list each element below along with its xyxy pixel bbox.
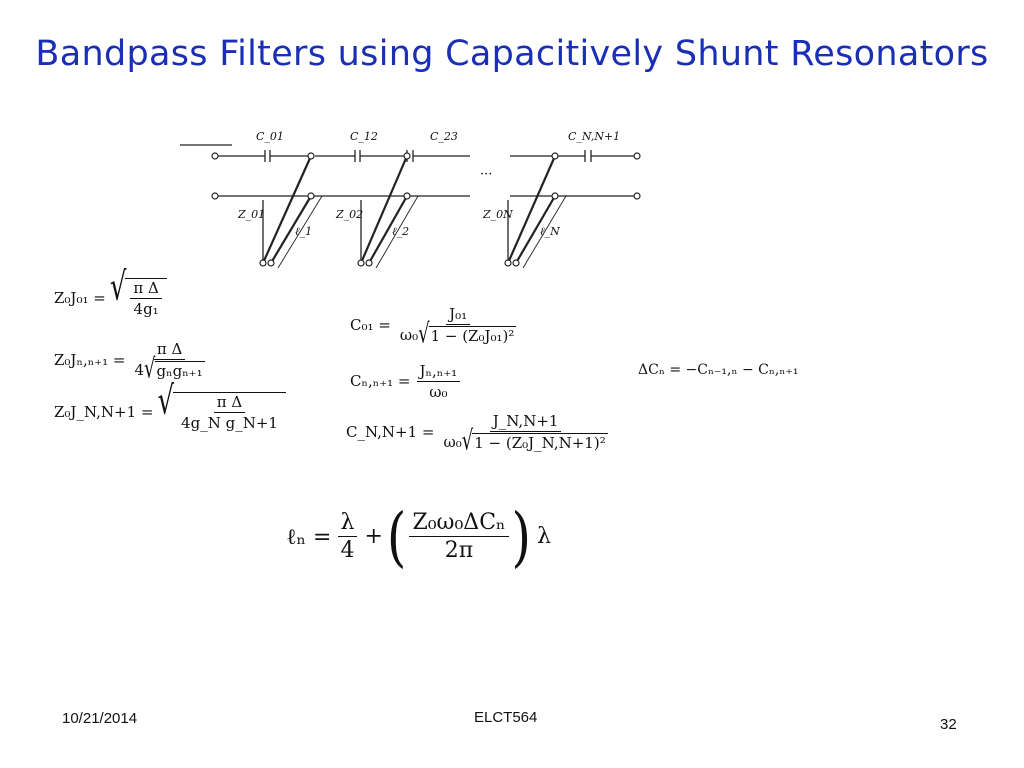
eq-num: λ [337,510,358,537]
eq-plus: + [364,524,383,549]
eq-lhs: Z₀J₀₁ = [54,289,106,307]
eq-den: ω₀ [429,382,448,399]
eq-den: 4 [340,538,355,563]
eq-den-rad: gₙgₙ₊₁ [154,361,205,380]
ellipsis: ··· [480,167,492,182]
eq-c01: C₀₁ = J₀₁ ω₀√1 − (Z₀J₀₁)² [350,305,517,350]
eq-ln: ℓₙ = λ 4 + ( Z₀ω₀ΔCₙ 2π ) λ [286,498,552,575]
eq-den-pre: ω₀ [399,326,419,344]
eq-lhs: C₀₁ = [350,316,391,334]
footer-date: 10/21/2014 [62,710,138,727]
cap-label: C_23 [430,130,458,143]
eq-cN: C_N,N+1 = J_N,N+1 ω₀√1 − (Z₀J_N,N+1)² [346,412,608,457]
eq-den: 4g_N g_N+1 [181,414,278,432]
eq-num: J₀₁ [446,305,471,325]
eq-den-pre: ω₀ [443,433,462,451]
eq-den: 4g₁ [133,300,159,318]
cap-label: C_01 [256,130,284,143]
impedance-label: Z_0N [482,208,513,221]
eq-z0jN: Z₀J_N,N+1 = √ π Δ 4g_N g_N+1 [54,382,286,432]
eq-lhs: Cₙ,ₙ₊₁ = [350,372,411,390]
eq-num: π Δ [130,279,162,299]
eq-tail: λ [537,524,552,549]
eq-lhs: C_N,N+1 = [346,423,435,441]
eq-cn: Cₙ,ₙ₊₁ = Jₙ,ₙ₊₁ ω₀ [350,364,463,398]
eq-num: Z₀ω₀ΔCₙ [409,510,509,537]
circuit-diagram: C_01 C_12 C_23 C_N,N+1 Z_01 Z_02 Z_0N ℓ_… [180,130,641,269]
impedance-label: Z_02 [335,208,363,221]
page-number: 32 [940,716,957,733]
eq-den: 2π [444,538,474,563]
length-label: ℓ_1 [295,225,312,238]
eq-delta-cn: ΔCₙ = −Cₙ₋₁,ₙ − Cₙ,ₙ₊₁ [638,362,799,378]
footer-course: ELCT564 [474,709,538,726]
length-label: ℓ_2 [392,225,409,238]
eq-lhs: Z₀J_N,N+1 = [54,403,154,421]
eq-num: π Δ [213,393,246,413]
cap-label: C_N,N+1 [568,130,620,143]
cap-label: C_12 [350,130,378,143]
eq-lhs: ℓₙ = [286,524,332,550]
eq-z0j01: Z₀J₀₁ = √ π Δ 4g₁ [54,268,167,318]
slide-title: Bandpass Filters using Capacitively Shun… [35,34,989,74]
eq-den-rad: 1 − (Z₀J_N,N+1)² [472,433,608,452]
eq-num: Jₙ,ₙ₊₁ [416,364,461,382]
eq-num: J_N,N+1 [489,412,562,432]
eq-num: π Δ [153,340,186,360]
impedance-label: Z_01 [237,208,265,221]
eq-lhs: Z₀Jₙ,ₙ₊₁ = [54,351,126,369]
eq-z0jn: Z₀Jₙ,ₙ₊₁ = π Δ 4√gₙgₙ₊₁ [54,340,205,385]
length-label: ℓ_N [540,225,560,238]
eq-den-rad: 1 − (Z₀J₀₁)² [428,326,517,345]
eq-den-pre: 4 [134,361,145,379]
